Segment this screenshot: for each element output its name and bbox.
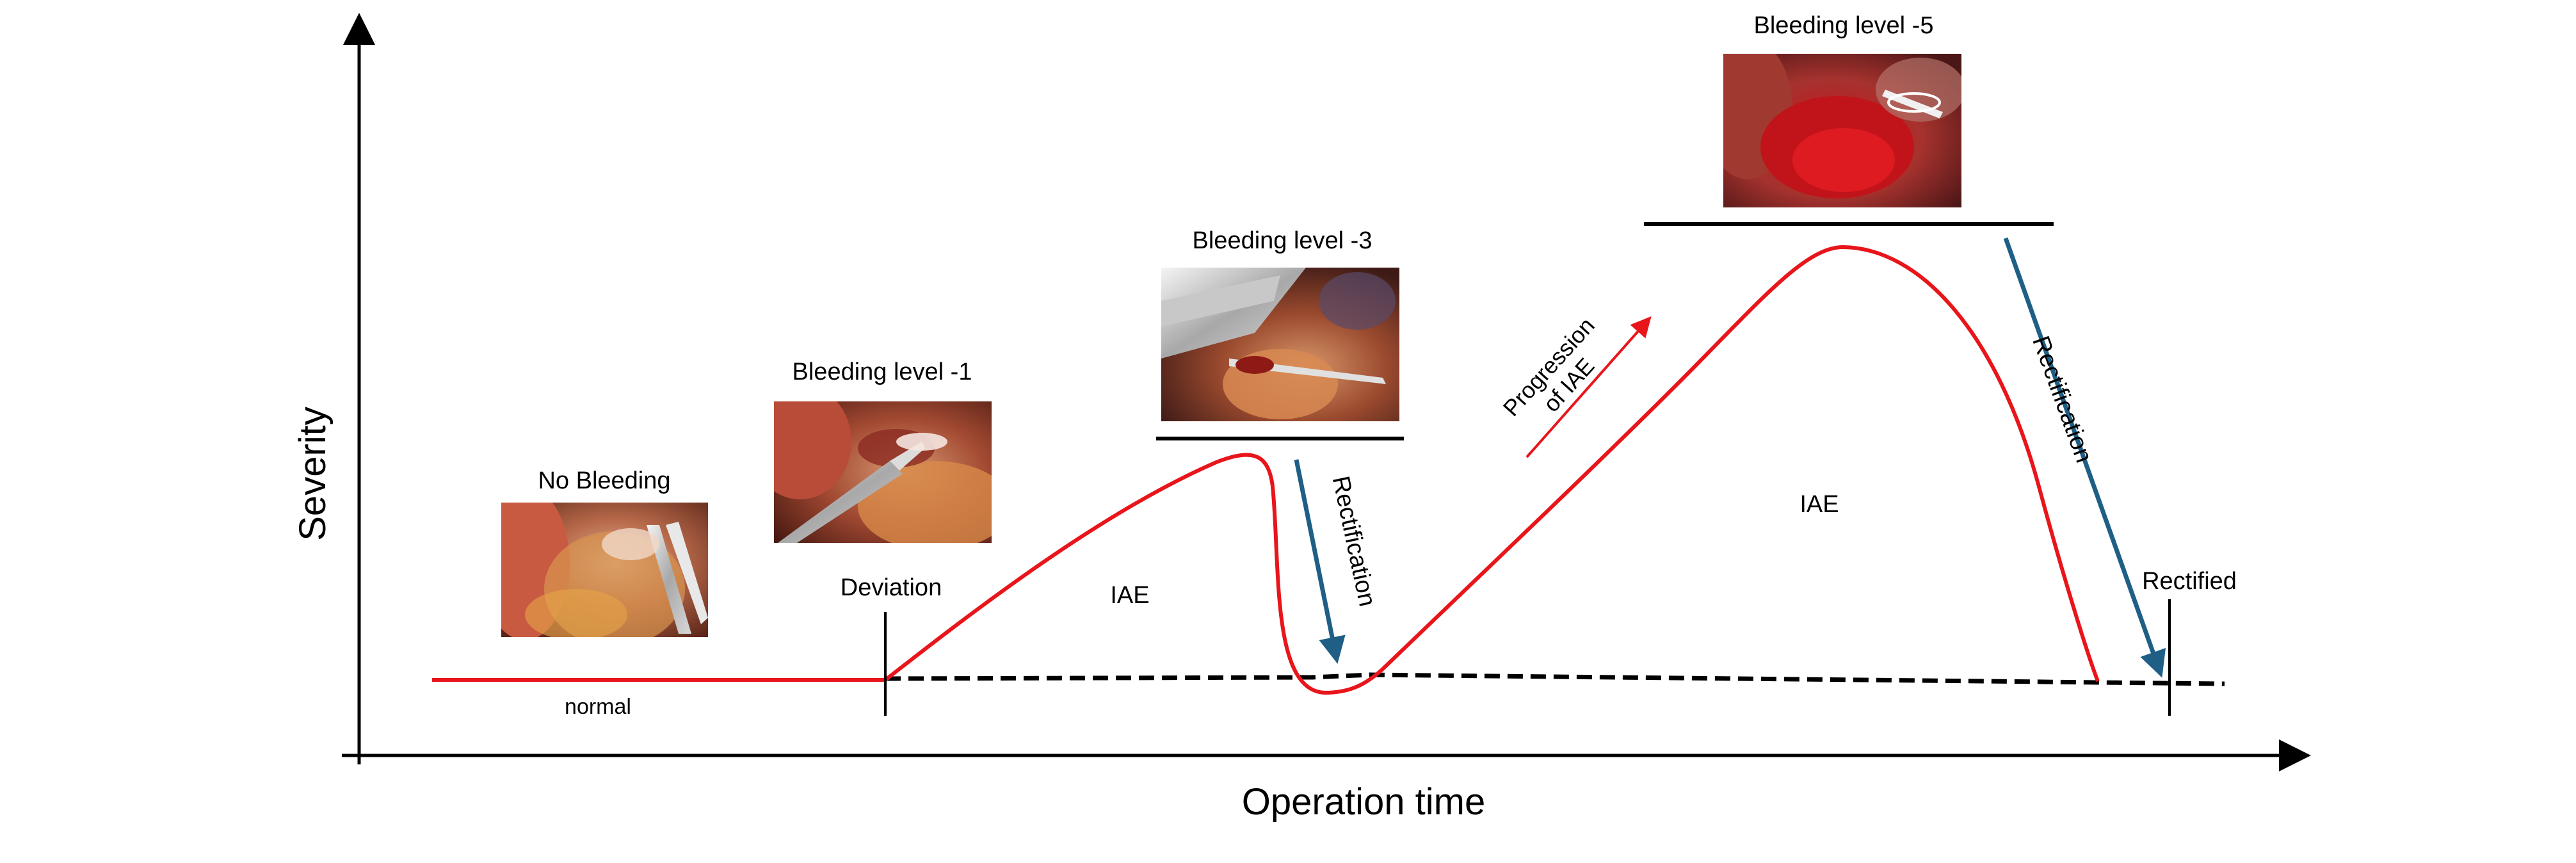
iae-label-first: IAE [1110,582,1149,609]
progression-arrow [1525,316,1652,458]
no-bleeding-photo [501,503,708,637]
rectification-label-first: Rectification [1327,474,1381,609]
deviation-label: Deviation [841,574,942,601]
rectified-label: Rectified [2142,568,2237,595]
iae-label-second: IAE [1799,491,1839,518]
bleeding-level-1-title: Bleeding level -1 [793,359,972,385]
bleeding-level-5-photo [1723,54,1961,207]
rectification-arrow-first [1294,459,1346,664]
x-axis-label: Operation time [1242,781,1485,823]
y-axis-label: Severity [292,407,334,541]
bleeding-level-5-title: Bleeding level -5 [1754,12,1934,39]
bleeding-level-3-title: Bleeding level -3 [1193,227,1373,254]
normal-label: normal [565,695,631,719]
rectification-arrow-second [2003,237,2166,678]
severity-curve [432,245,2100,695]
rectification-label-second: Rectification [2027,332,2097,466]
baseline-dashed [885,672,2225,686]
bleeding-level-3-photo [1161,268,1399,421]
bleeding-level-1-photo [774,401,992,543]
no-bleeding-title: No Bleeding [538,467,670,494]
